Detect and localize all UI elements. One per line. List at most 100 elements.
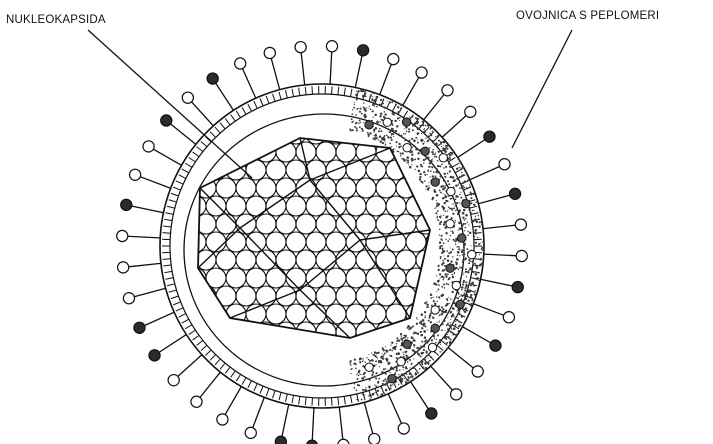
peplomer-stalk (169, 123, 197, 146)
stipple-dot (455, 185, 457, 187)
embedded-peplomer (421, 147, 429, 155)
stipple-dot (464, 223, 466, 225)
stipple-dot (452, 232, 454, 234)
stipple-dot (461, 286, 464, 289)
stipple-dot (409, 166, 412, 169)
stipple-dot (398, 384, 399, 385)
stipple-dot (462, 309, 463, 310)
stipple-dot (412, 116, 414, 118)
stipple-dot (384, 378, 386, 380)
peplomer-head (326, 41, 337, 52)
stipple-dot (386, 358, 389, 361)
peplomer-head (245, 427, 256, 438)
stipple-dot (359, 119, 361, 121)
stipple-dot (419, 178, 421, 180)
stipple-dot (387, 370, 389, 372)
stipple-dot (430, 364, 432, 366)
stipple-dot (454, 324, 456, 326)
capsomer (386, 196, 406, 216)
stipple-dot (424, 317, 426, 319)
stipple-dot (437, 322, 438, 323)
stipple-dot (471, 194, 472, 195)
stipple-dot (369, 379, 371, 381)
stipple-dot (461, 249, 463, 251)
capsomer (446, 124, 466, 144)
stipple-dot (407, 338, 408, 339)
stipple-dot (389, 131, 390, 132)
stipple-dot (391, 146, 392, 147)
stipple-dot (411, 337, 413, 339)
stipple-dot (440, 177, 441, 178)
capsomer (356, 214, 376, 234)
peplomer-stalk (387, 392, 402, 425)
stipple-dot (419, 125, 421, 127)
stipple-dot (448, 297, 449, 298)
stipple-dot (444, 202, 446, 204)
stipple-dot (424, 336, 427, 339)
stipple-dot (483, 251, 484, 252)
stipple-dot (412, 147, 413, 148)
stipple-dot (459, 167, 461, 169)
stipple-dot (364, 394, 365, 395)
stipple-dot (397, 150, 399, 152)
stipple-dot (465, 271, 467, 273)
stipple-dot (448, 252, 450, 254)
stipple-dot (435, 283, 437, 285)
peplomer-stalk (456, 139, 486, 159)
peplomer-head (388, 54, 399, 65)
stipple-dot (431, 356, 432, 357)
stipple-dot (420, 331, 422, 333)
stipple-dot (407, 159, 409, 161)
stipple-dot (386, 107, 388, 109)
stipple-dot (391, 139, 393, 141)
stipple-dot (403, 369, 404, 370)
stipple-dot (459, 255, 460, 256)
stipple-dot (422, 139, 424, 141)
stipple-dot (456, 209, 458, 211)
stipple-dot (395, 130, 397, 132)
nucleocapsid-label: NUKLEOKAPSIDA (6, 14, 106, 26)
stipple-dot (374, 114, 377, 117)
capsomer (406, 232, 426, 252)
stipple-dot (400, 344, 402, 346)
stipple-dot (360, 122, 361, 123)
stipple-dot (372, 359, 374, 361)
stipple-dot (420, 164, 422, 166)
peplomer-stalk (215, 82, 235, 112)
stipple-dot (456, 263, 458, 265)
stipple-dot (359, 90, 361, 92)
stipple-dot (424, 174, 426, 176)
stipple-dot (478, 273, 479, 274)
stipple-dot (423, 345, 426, 348)
stipple-dot (471, 299, 473, 301)
stipple-dot (382, 348, 383, 349)
stipple-dot (437, 210, 439, 212)
stipple-dot (397, 106, 399, 108)
stipple-dot (412, 129, 414, 131)
stipple-dot (441, 310, 443, 312)
stipple-dot (449, 247, 450, 248)
stipple-dot (431, 166, 433, 168)
stipple-dot (396, 145, 397, 146)
peplomer-stalk (472, 303, 506, 316)
stipple-dot (429, 176, 430, 177)
stipple-dot (444, 194, 445, 195)
stipple-dot (440, 175, 442, 177)
stipple-dot (377, 352, 379, 354)
stipple-dot (352, 109, 353, 110)
stipple-dot (433, 158, 434, 159)
stipple-dot (468, 209, 470, 211)
stipple-dot (447, 317, 448, 318)
stipple-dot (474, 262, 476, 264)
stipple-dot (458, 330, 460, 332)
stipple-dot (443, 279, 444, 280)
stipple-dot (390, 345, 391, 346)
stipple-dot (455, 220, 456, 221)
capsomer (396, 250, 416, 270)
peplomer-head (338, 439, 349, 444)
capsomer (376, 214, 396, 234)
stipple-dot (464, 180, 466, 182)
stipple-dot (417, 148, 419, 150)
stipple-dot (374, 384, 375, 385)
stipple-dot (437, 150, 439, 152)
